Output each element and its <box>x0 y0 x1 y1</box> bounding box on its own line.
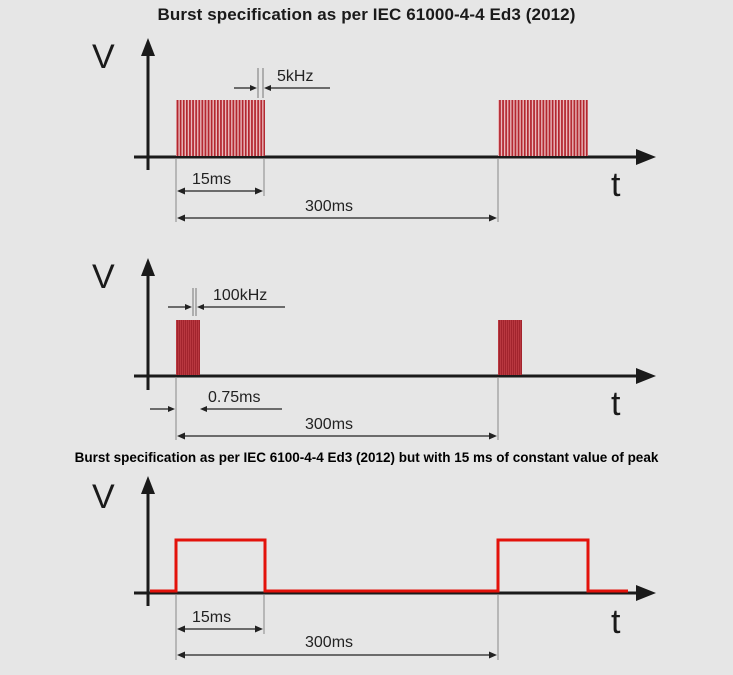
panel-1-5khz-burst: V t 5kHz 15ms 300ms <box>92 38 656 222</box>
panel-2-burst-1 <box>176 320 200 375</box>
diagram-title: Burst specification as per IEC 61000-4-4… <box>157 5 576 24</box>
panel-1-burst-2 <box>498 100 588 156</box>
panel-3-x-arrow <box>636 585 656 601</box>
panel-2-period-label: 300ms <box>305 416 353 433</box>
constant-peak-title: Burst specification as per IEC 6100-4-4 … <box>74 450 659 465</box>
panel-2-x-arrow <box>636 368 656 384</box>
panel-3-t-label: t <box>611 603 621 641</box>
panel-2-burst-2 <box>498 320 522 375</box>
panel-3-v-label: V <box>92 478 115 516</box>
panel-2-y-arrow <box>141 258 155 276</box>
panel-2-100khz-burst: V t 100kHz 0.75ms 300ms <box>92 258 656 440</box>
panel-3-constant-peak: V t 15ms 300ms <box>92 476 656 660</box>
panel-1-period-label: 300ms <box>305 198 353 215</box>
panel-1-y-arrow <box>141 38 155 56</box>
panel-1-duration-label: 15ms <box>192 171 231 188</box>
panel-1-burst-1 <box>176 100 265 156</box>
panel-3-square-pulse-trace <box>150 538 628 593</box>
panel-3-duration-label: 15ms <box>192 609 231 626</box>
panel-2-duration-label: 0.75ms <box>208 389 260 406</box>
panel-2-t-label: t <box>611 385 621 423</box>
panel-2-frequency-label: 100kHz <box>213 287 267 304</box>
panel-1-frequency-label: 5kHz <box>277 68 313 85</box>
panel-3-period-label: 300ms <box>305 634 353 651</box>
panel-1-v-label: V <box>92 38 115 76</box>
panel-1-t-label: t <box>611 166 621 204</box>
panel-2-v-label: V <box>92 258 115 296</box>
panel-1-x-arrow <box>636 149 656 165</box>
panel-3-y-arrow <box>141 476 155 494</box>
